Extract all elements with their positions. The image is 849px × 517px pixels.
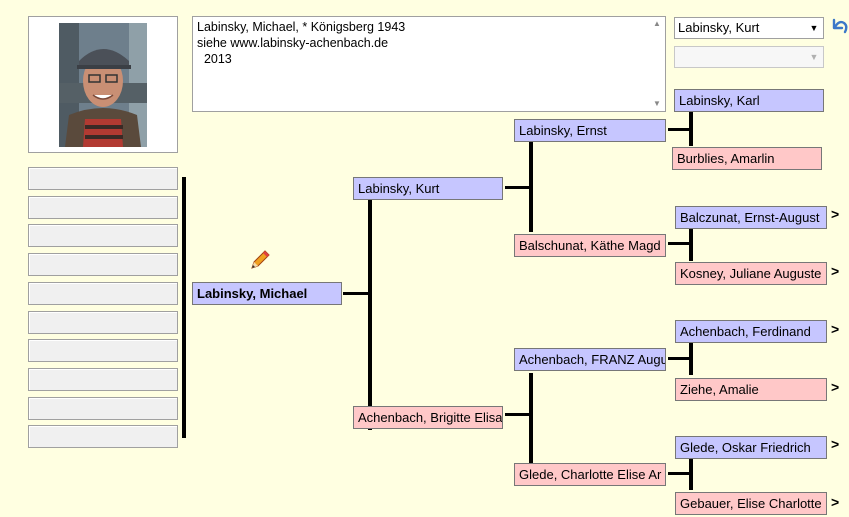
person-maternal-grandmother[interactable]: Glede, Charlotte Elise Ar: [514, 463, 666, 486]
person-name: Burblies, Amarlin: [677, 151, 775, 166]
gp3-vertical: [689, 343, 693, 375]
person-root[interactable]: Labinsky, Michael: [192, 282, 342, 305]
child-slot-10[interactable]: [28, 425, 178, 448]
person-name: Glede, Charlotte Elise Ar: [519, 467, 662, 482]
child-slot-6[interactable]: [28, 311, 178, 334]
child-slot-1[interactable]: [28, 167, 178, 190]
parents-connector: [368, 200, 372, 430]
mat-grandparents-connector: [529, 373, 533, 463]
chevron-right-icon[interactable]: >: [831, 263, 840, 279]
notes-textarea[interactable]: Labinsky, Michael, * Königsberg 1943 sie…: [192, 16, 666, 112]
child-slot-3[interactable]: [28, 224, 178, 247]
person-name: Labinsky, Karl: [679, 93, 760, 108]
child-slot-5[interactable]: [28, 282, 178, 305]
person-name: Labinsky, Michael: [197, 286, 308, 301]
gp2-vertical: [689, 229, 693, 261]
person-great-grandparent-7[interactable]: Glede, Oskar Friedrich: [675, 436, 827, 459]
chevron-right-icon[interactable]: >: [831, 494, 840, 510]
gp1-connector: [668, 128, 690, 131]
person-name: Achenbach, Ferdinand: [680, 324, 811, 339]
child-slot-4[interactable]: [28, 253, 178, 276]
chevron-right-icon[interactable]: >: [831, 379, 840, 395]
person-name: Gebauer, Elise Charlotte: [680, 496, 822, 511]
child-slot-9[interactable]: [28, 397, 178, 420]
dropdown-arrow-icon[interactable]: ▼: [809, 23, 819, 33]
notes-line-1: Labinsky, Michael, * Königsberg 1943: [197, 20, 406, 34]
person-paternal-grandfather[interactable]: Labinsky, Ernst: [514, 119, 666, 142]
person-name: Achenbach, Brigitte Elisa: [358, 410, 503, 425]
child-slot-8[interactable]: [28, 368, 178, 391]
person-name: Ziehe, Amalie: [680, 382, 759, 397]
person-photo-frame[interactable]: [28, 16, 178, 153]
person-mother[interactable]: Achenbach, Brigitte Elisa: [353, 406, 503, 429]
person-great-grandparent-1[interactable]: Labinsky, Karl: [674, 89, 824, 112]
mother-connector: [505, 413, 531, 416]
person-select[interactable]: Labinsky, Kurt ▼: [674, 17, 824, 39]
pat-grandparents-connector: [529, 142, 533, 232]
person-great-grandparent-2[interactable]: Burblies, Amarlin: [672, 147, 822, 170]
person-name: Balczunat, Ernst-August: [680, 210, 820, 225]
chevron-right-icon[interactable]: >: [831, 206, 840, 222]
person-name: Labinsky, Ernst: [519, 123, 607, 138]
gp4-vertical: [689, 459, 693, 490]
chevron-right-icon[interactable]: >: [831, 436, 840, 452]
person-select-value: Labinsky, Kurt: [678, 20, 760, 35]
portrait-image: [59, 23, 147, 147]
person-maternal-grandfather[interactable]: Achenbach, FRANZ Augu: [514, 348, 666, 371]
secondary-select[interactable]: ▼: [674, 46, 824, 68]
notes-line-3: 2013: [197, 52, 232, 66]
child-slot-2[interactable]: [28, 196, 178, 219]
gp4-connector: [668, 472, 690, 475]
person-name: Labinsky, Kurt: [358, 181, 440, 196]
person-great-grandparent-6[interactable]: Ziehe, Amalie: [675, 378, 827, 401]
scroll-up-icon[interactable]: ▲: [653, 19, 661, 28]
gp2-connector: [668, 242, 690, 245]
child-slot-7[interactable]: [28, 339, 178, 362]
person-great-grandparent-5[interactable]: Achenbach, Ferdinand: [675, 320, 827, 343]
person-father[interactable]: Labinsky, Kurt: [353, 177, 503, 200]
father-connector: [505, 186, 531, 189]
person-name: Kosney, Juliane Auguste: [680, 266, 822, 281]
chevron-right-icon[interactable]: >: [831, 321, 840, 337]
person-name: Balschunat, Käthe Magd: [519, 238, 661, 253]
person-name: Achenbach, FRANZ Augu: [519, 352, 666, 367]
person-paternal-grandmother[interactable]: Balschunat, Käthe Magd: [514, 234, 666, 257]
person-great-grandparent-3[interactable]: Balczunat, Ernst-August: [675, 206, 827, 229]
dropdown-arrow-icon[interactable]: ▼: [809, 52, 819, 62]
person-great-grandparent-4[interactable]: Kosney, Juliane Auguste: [675, 262, 827, 285]
root-connector: [343, 292, 369, 295]
person-name: Glede, Oskar Friedrich: [680, 440, 811, 455]
notes-line-2: siehe www.labinsky-achenbach.de: [197, 36, 389, 50]
gp1-vertical: [689, 112, 693, 146]
gp3-connector: [668, 357, 690, 360]
undo-arrow-icon[interactable]: [829, 16, 849, 38]
scroll-down-icon[interactable]: ▼: [653, 99, 661, 108]
notes-scrollbar[interactable]: ▲ ▼: [649, 17, 665, 111]
pencil-icon[interactable]: [248, 248, 272, 272]
children-connector: [182, 177, 186, 438]
person-photo[interactable]: [59, 23, 147, 147]
person-great-grandparent-8[interactable]: Gebauer, Elise Charlotte: [675, 492, 827, 515]
